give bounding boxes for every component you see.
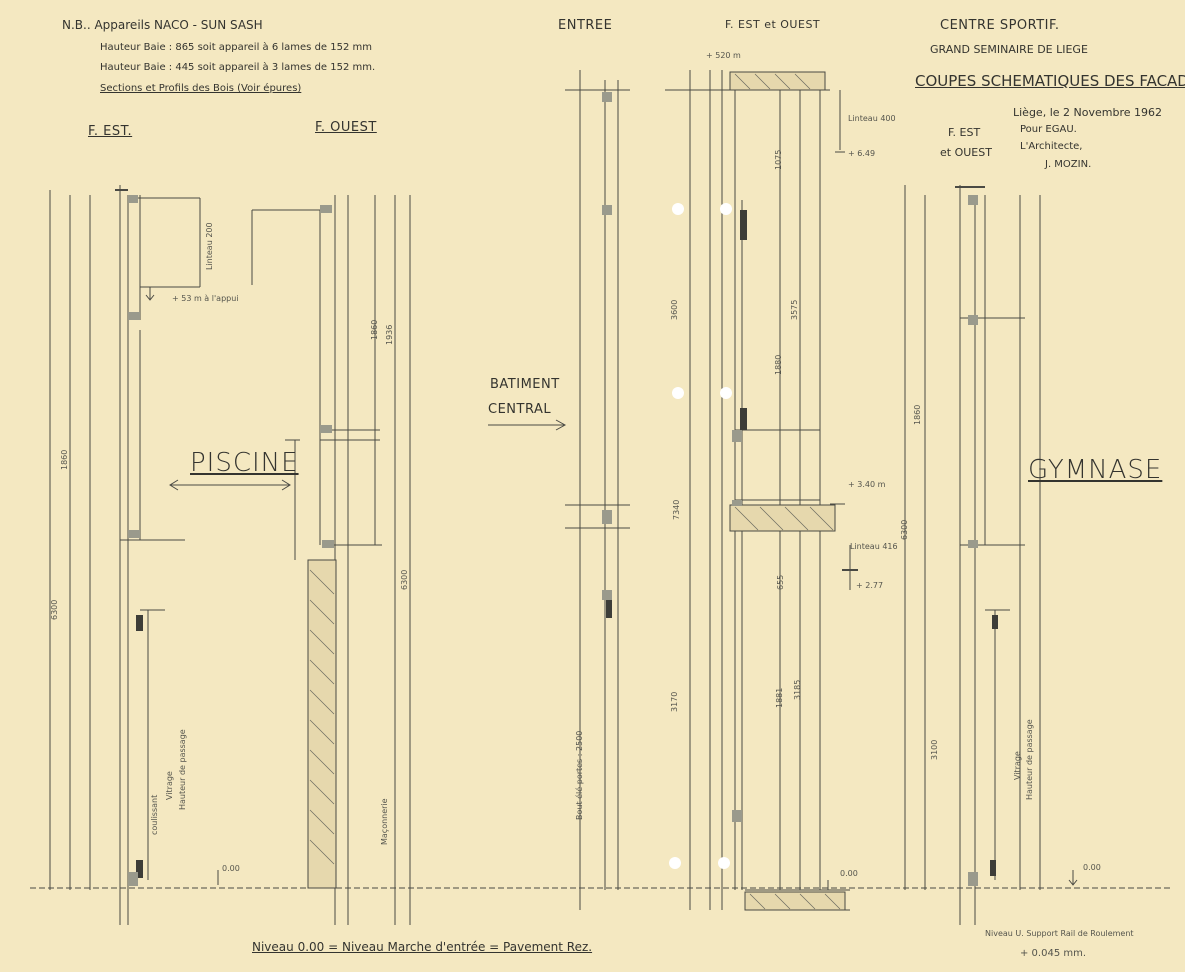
dim-3170: 3170 [670,691,679,712]
heading-f-ouest: F. OUEST [315,120,377,135]
dim-3600: 3600 [670,299,679,320]
label-coulissant: coulissant [150,794,159,835]
punch-hole [672,203,684,215]
dim-1880: 1880 [774,354,783,375]
level-zero-right: 0.00 [1083,863,1101,872]
lintel-400: Linteau 400 [848,114,896,123]
note-line-2: Hauteur Baie : 445 soit appareil à 3 lam… [100,62,376,73]
project-line-1: CENTRE SPORTIF. [940,18,1060,33]
dim-1860-right: 1860 [913,404,922,425]
punch-hole [669,857,681,869]
floor-slab-hatch [729,504,836,532]
room-gymnase: GYMNASE [1028,455,1163,485]
note-line-1: Hauteur Baie : 865 soit appareil à 6 lam… [100,42,372,53]
punch-hole [718,857,730,869]
nb-title: N.B.. Appareils NACO - SUN SASH [62,18,263,32]
dim-655: 655 [776,574,785,590]
punch-hole [720,203,732,215]
architect-name: J. MOZIN. [1045,159,1092,170]
footer-support-value: + 0.045 mm. [1020,948,1087,959]
level-plus-340: + 3.40 m [848,480,886,489]
dim-2500: Bout élé portes : 2500 [575,730,584,820]
dim-6300-right: 6300 [900,519,909,540]
foundation-hatch [744,891,846,911]
dim-1936: 1936 [385,324,394,345]
drawing-date: Liège, le 2 Novembre 1962 [1013,106,1162,119]
room-piscine: PISCINE [190,448,299,478]
level-zero-left: 0.00 [222,864,240,873]
punch-hole [672,387,684,399]
level-plus-53: + 53 m à l'appui [172,294,239,303]
dim-1075: 1075 [774,149,783,170]
dim-1881: 1881 [775,687,784,708]
drawing-for: Pour EGAU. [1020,124,1077,135]
label-passage-right: Hauteur de passage [1025,719,1034,800]
piscine-masonry-wall [307,559,337,889]
lintel-200: Linteau 200 [205,222,214,270]
level-plus-649: + 6.49 [848,149,876,158]
heading-f-est-ouest: F. EST et OUEST [725,18,821,31]
dim-1860-left: 1860 [60,449,69,470]
heading-right-1: F. EST [948,126,981,139]
roof-slab-hatch [729,71,826,91]
lintel-416: Linteau 416 [850,542,898,551]
dim-1860: 1860 [370,319,379,340]
label-maconnerie: Maçonnerie [380,798,389,845]
dim-3100: 3100 [930,739,939,760]
architect-role: L'Architecte, [1020,141,1083,152]
drawing-title: COUPES SCHEMATIQUES DES FACADES [915,72,1185,90]
dim-6300-ouest: 6300 [400,569,409,590]
label-hauteur-passage: Hauteur de passage [178,729,187,810]
punch-hole [720,387,732,399]
batiment-label-2: CENTRAL [488,402,552,417]
heading-entree: ENTREE [558,18,613,33]
dim-6300-left: 6300 [50,599,59,620]
footer-niveau: Niveau 0.00 = Niveau Marche d'entrée = P… [252,940,593,954]
level-zero-center: 0.00 [840,869,858,878]
label-vitrage: Vitrage [165,771,174,800]
dim-3575: 3575 [790,299,799,320]
heading-f-est: F. EST. [88,124,133,139]
note-line-3: Sections et Profils des Bois (Voir épure… [100,83,302,94]
level-plus-520: + 520 m [706,51,741,60]
heading-right-2: et OUEST [940,146,992,159]
footer-support-note: Niveau U. Support Rail de Roulement [985,929,1134,938]
dim-3185: 3185 [793,679,802,700]
label-vitrage-right: Vitrage [1013,751,1022,780]
batiment-label-1: BATIMENT [490,377,560,392]
level-plus-277: + 2.77 [856,581,884,590]
dim-7340: 7340 [672,499,681,520]
project-line-2: GRAND SEMINAIRE DE LIEGE [930,43,1088,56]
